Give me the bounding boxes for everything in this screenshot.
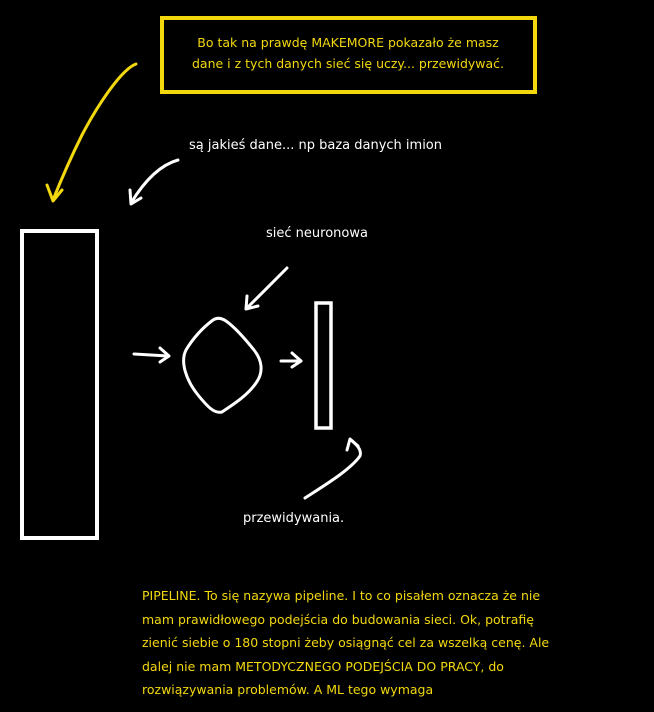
- network-arrow: [245, 266, 289, 310]
- note-box-text: Bo tak na prawdę MAKEMORE pokazało że ma…: [191, 35, 505, 71]
- arrow-data-to-network-head: [158, 346, 171, 364]
- arrow-data-to-network: [132, 352, 170, 358]
- data-block: [20, 229, 99, 540]
- predictions-label: przewidywania.: [243, 511, 345, 526]
- note-box-frame: [160, 16, 537, 94]
- data-label: są jakieś dane... np baza danych imion: [189, 138, 442, 153]
- data-arrow-head: [128, 188, 143, 206]
- network-label: sieć neuronowa: [266, 226, 368, 241]
- arrow-network-to-output-head: [290, 351, 303, 369]
- neural-network-shape: [182, 316, 263, 414]
- network-arrow-head: [244, 294, 260, 311]
- predictions-arrow-head: [345, 437, 360, 452]
- output-block: [314, 301, 333, 430]
- pipeline-note: PIPELINE. To się nazywa pipeline. I to c…: [142, 588, 550, 697]
- yellow-arrow: [51, 62, 138, 202]
- predictions-arrow: [303, 438, 362, 500]
- yellow-arrow-head: [45, 183, 64, 203]
- data-arrow: [129, 158, 180, 205]
